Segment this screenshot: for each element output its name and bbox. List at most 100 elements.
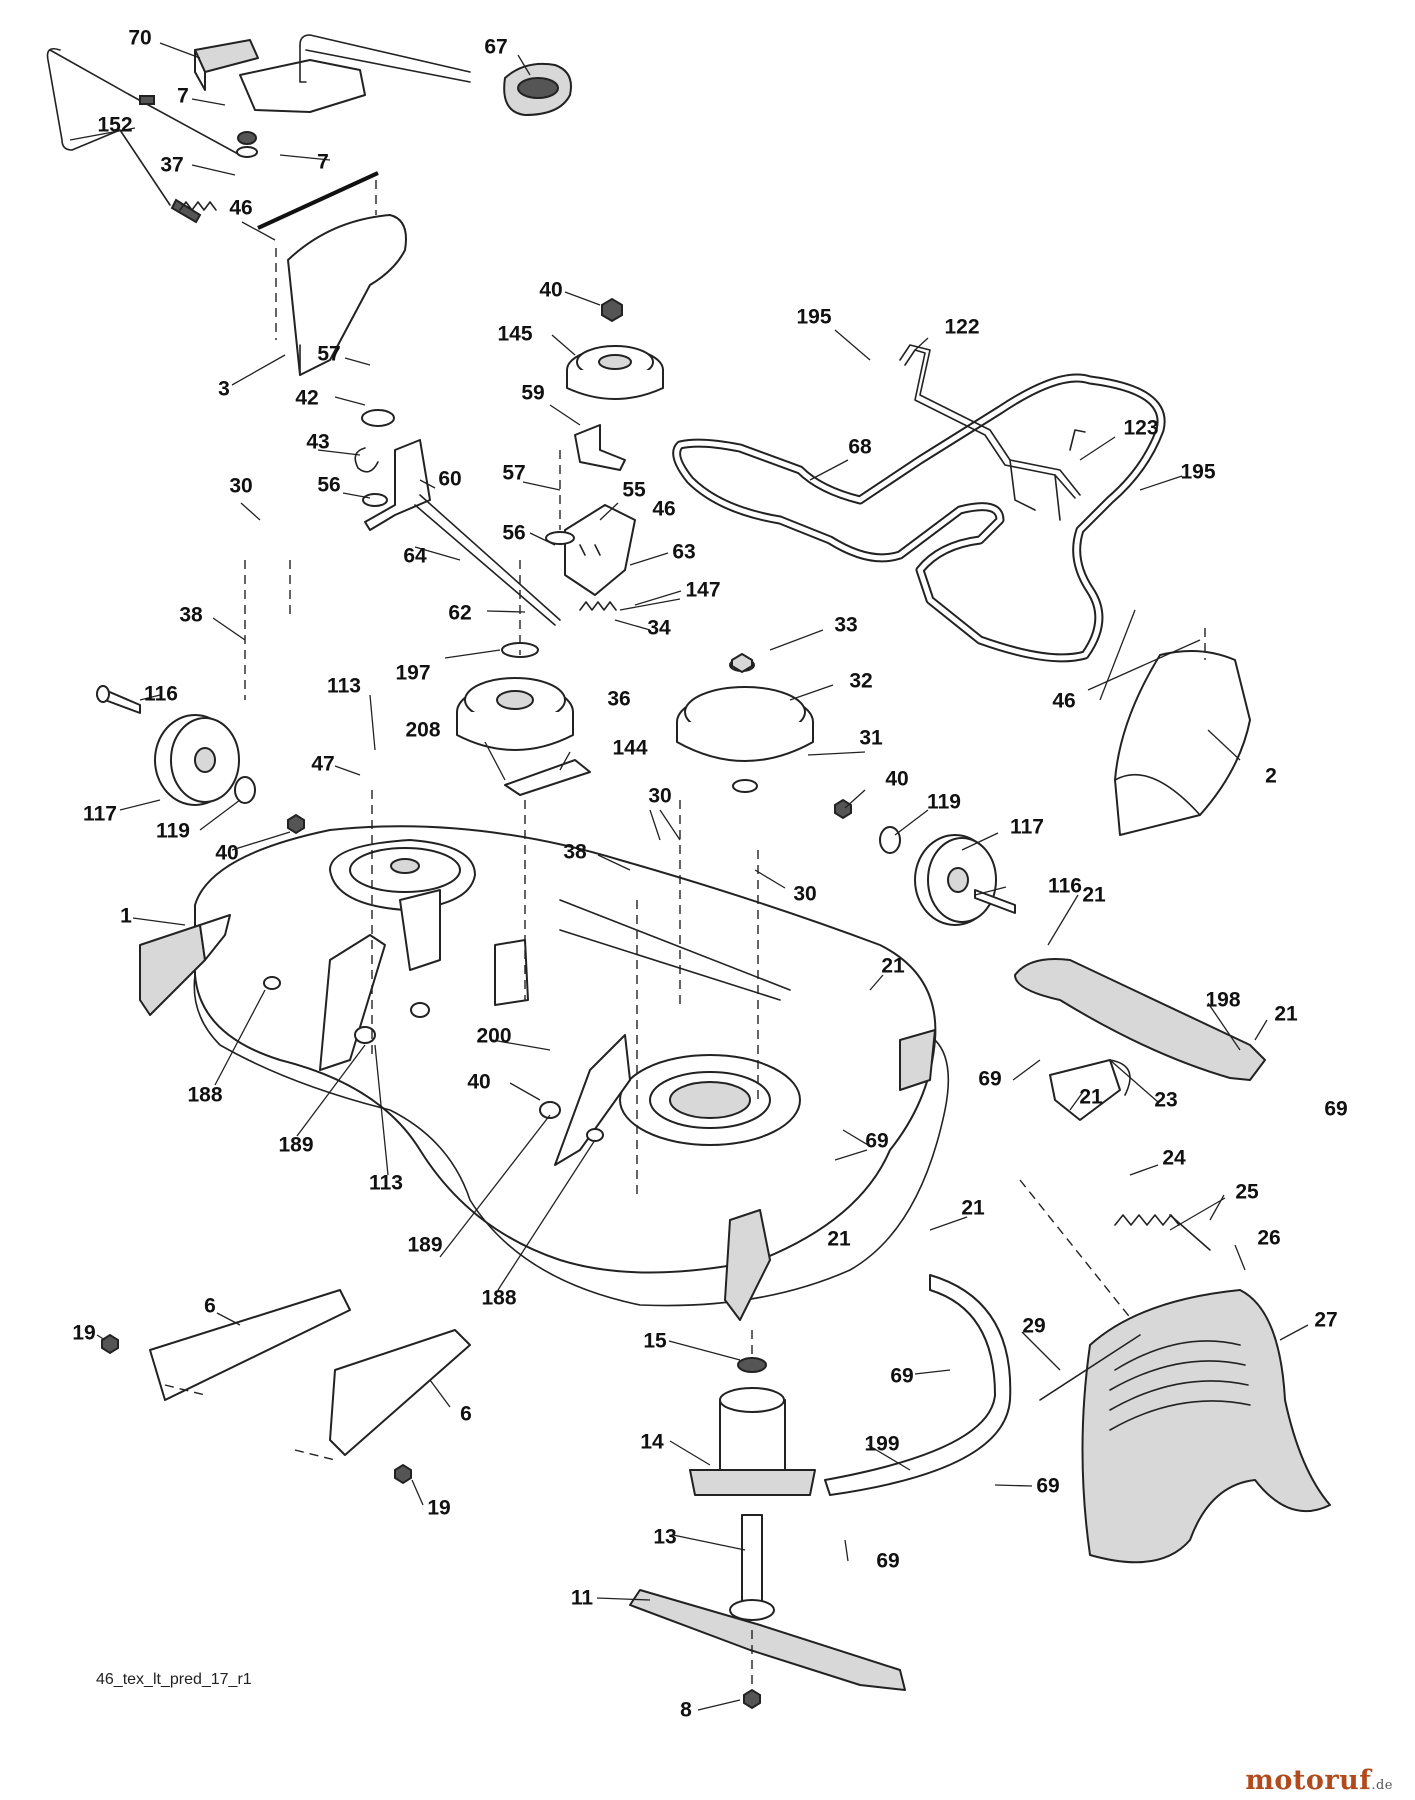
- belt-guard-right: [1114, 628, 1251, 836]
- callout-3: 3: [218, 377, 230, 401]
- callout-33: 33: [834, 613, 858, 637]
- callout-152: 152: [97, 113, 133, 137]
- callout-117: 117: [83, 802, 117, 826]
- callout-56: 56: [502, 521, 526, 545]
- drive-belt-68: [672, 373, 1166, 663]
- callout-6: 6: [460, 1402, 472, 1426]
- callout-21: 21: [1082, 883, 1106, 907]
- callout-36: 36: [607, 687, 631, 711]
- callout-195: 195: [796, 305, 832, 329]
- callout-69: 69: [876, 1549, 900, 1573]
- callout-189: 189: [407, 1233, 443, 1257]
- callout-57: 57: [317, 342, 341, 366]
- callout-27: 27: [1314, 1308, 1338, 1332]
- callout-68: 68: [848, 435, 872, 459]
- callout-23: 23: [1154, 1088, 1178, 1112]
- callout-69: 69: [890, 1364, 914, 1388]
- idler-pulley-145: [566, 297, 664, 471]
- callout-63: 63: [672, 540, 696, 564]
- callout-43: 43: [306, 430, 330, 454]
- callout-147: 147: [685, 578, 721, 602]
- callout-40: 40: [215, 841, 239, 865]
- drive-pulley-36: [456, 642, 591, 796]
- callout-69: 69: [865, 1129, 889, 1153]
- callout-122: 122: [944, 315, 980, 339]
- callout-38: 38: [563, 840, 587, 864]
- callout-40: 40: [467, 1070, 491, 1094]
- callout-144: 144: [612, 736, 648, 760]
- callout-46: 46: [229, 196, 253, 220]
- diagram-reference-code: 46_tex_lt_pred_17_r1: [96, 1671, 252, 1688]
- watermark-tld: .de: [1371, 1778, 1393, 1793]
- callout-67: 67: [484, 35, 508, 59]
- callout-119: 119: [927, 790, 961, 814]
- callout-116: 116: [1048, 874, 1082, 898]
- callout-117: 117: [1010, 815, 1044, 839]
- callout-199: 199: [864, 1432, 900, 1456]
- callout-46: 46: [652, 497, 676, 521]
- watermark-name: motoruf: [1245, 1765, 1372, 1796]
- deflector-199: [824, 1274, 1012, 1496]
- callout-116: 116: [144, 682, 178, 706]
- callout-19: 19: [427, 1496, 451, 1520]
- callout-208: 208: [405, 718, 441, 742]
- callout-11: 11: [570, 1586, 594, 1610]
- callout-200: 200: [476, 1024, 512, 1048]
- callout-19: 19: [72, 1321, 96, 1345]
- front-hanger-198: [1014, 958, 1266, 1331]
- callout-42: 42: [295, 386, 319, 410]
- callout-119: 119: [156, 819, 190, 843]
- callout-21: 21: [1079, 1085, 1103, 1109]
- callout-195: 195: [1180, 460, 1216, 484]
- spindle-blade-assembly: [629, 1330, 906, 1710]
- gauge-wheel-right: [834, 798, 1016, 926]
- callout-24: 24: [1162, 1146, 1186, 1170]
- callout-189: 189: [278, 1133, 314, 1157]
- callout-8: 8: [680, 1698, 692, 1722]
- callout-123: 123: [1123, 416, 1159, 440]
- callout-13: 13: [653, 1525, 677, 1549]
- callout-30: 30: [648, 784, 672, 808]
- callout-26: 26: [1257, 1226, 1281, 1250]
- callout-7: 7: [317, 150, 329, 174]
- alignment-lines: [164, 450, 759, 1461]
- callout-60: 60: [438, 467, 462, 491]
- callout-188: 188: [187, 1083, 223, 1107]
- callout-21: 21: [827, 1227, 851, 1251]
- callout-40: 40: [539, 278, 563, 302]
- callout-64: 64: [403, 544, 427, 568]
- callout-30: 30: [229, 474, 253, 498]
- tension-bracket: [545, 504, 636, 611]
- gauge-wheel-left: [96, 685, 305, 835]
- callout-69: 69: [1324, 1097, 1348, 1121]
- callout-21: 21: [961, 1196, 985, 1220]
- callout-46: 46: [1052, 689, 1076, 713]
- callout-70: 70: [128, 26, 152, 50]
- callout-198: 198: [1205, 988, 1241, 1012]
- callout-197: 197: [395, 661, 431, 685]
- callout-15: 15: [643, 1329, 667, 1353]
- callout-7: 7: [177, 84, 189, 108]
- callout-37: 37: [160, 153, 184, 177]
- callout-25: 25: [1235, 1180, 1259, 1204]
- watermark-logo: motoruf.de: [1245, 1765, 1393, 1796]
- callout-31: 31: [859, 726, 883, 750]
- callout-29: 29: [1022, 1314, 1046, 1338]
- callout-55: 55: [622, 478, 646, 502]
- callout-30: 30: [793, 882, 817, 906]
- lift-lever-assembly: [46, 34, 572, 224]
- callout-62: 62: [448, 601, 472, 625]
- callout-113: 113: [369, 1171, 403, 1195]
- front-axle-brackets: [101, 1289, 471, 1485]
- callout-leaders: [69, 42, 1309, 1711]
- callout-21: 21: [1274, 1002, 1298, 1026]
- callout-1: 1: [120, 904, 132, 928]
- callout-47: 47: [311, 752, 335, 776]
- callout-14: 14: [640, 1430, 664, 1454]
- callout-21: 21: [881, 954, 905, 978]
- callout-59: 59: [521, 381, 545, 405]
- belt-keeper-rod: [899, 344, 1086, 521]
- callout-69: 69: [978, 1067, 1002, 1091]
